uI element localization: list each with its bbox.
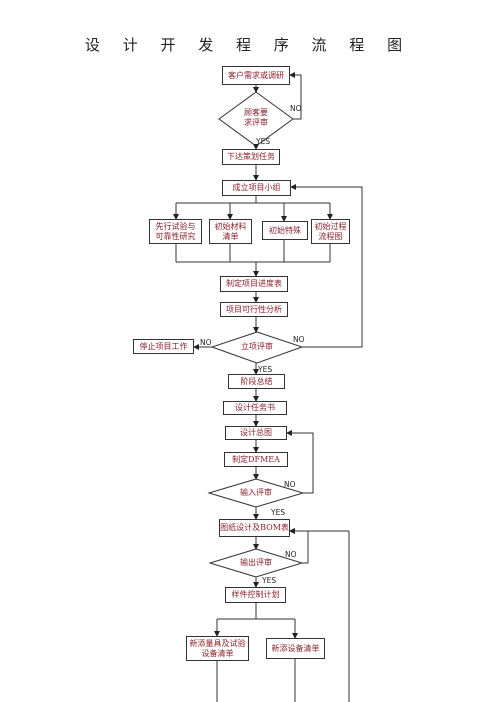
page-title: 设 计 开 发 程 序 流 程 图 [84,36,412,54]
make-schedule-box: 制定项目进度表 [220,276,288,292]
general-design-box: 设计总图 [225,426,287,440]
assign-plan-box: 下达策划任务 [222,149,280,165]
no-label-project-right: NO [293,335,305,344]
feasibility-box: 项目可行性分析 [220,302,288,317]
customer-review-label: 顾客要 求评审 [244,108,268,127]
design-task-box: 设计任务书 [223,401,287,415]
drawing-bom-box: 图纸设计及BOM表 [219,519,290,537]
dfmea-box: 制定DFMEA [224,452,288,467]
form-team-box: 成立项目小组 [222,180,291,196]
initial-process-box: 初始过程 流程图 [311,219,350,244]
stop-project-box: 停止项目工作 [133,339,194,354]
project-review-diamond [210,331,304,364]
no-label-output: NO [285,550,297,559]
no-label-project-left: NO [200,338,212,347]
yes-label-output: YES [262,576,277,585]
phase-summary-box: 阶段总结 [228,374,285,389]
new-equipment-box: 新添设备清单 [266,638,325,659]
yes-label-project: YES [258,365,273,374]
input-review-label: 输入评审 [240,488,272,497]
output-review-label: 输出评审 [240,558,272,567]
sample-plan-box: 样件控制计划 [225,587,286,603]
no-label-input: NO [284,480,296,489]
new-gauges-box: 新添量具及试验 设备清单 [186,636,249,661]
initial-special-box: 初始特殊 [262,221,308,240]
customer-demand-box: 客户需求或调研 [222,66,290,85]
no-label-customer: NO [290,104,302,113]
pilot-test-box: 先行试验与 可靠性研究 [149,219,202,244]
yes-label-input: YES [271,508,286,517]
yes-label-customer: YES [256,137,271,146]
project-review-label: 立项评审 [241,342,273,351]
initial-material-box: 初始材料 清单 [209,219,252,244]
